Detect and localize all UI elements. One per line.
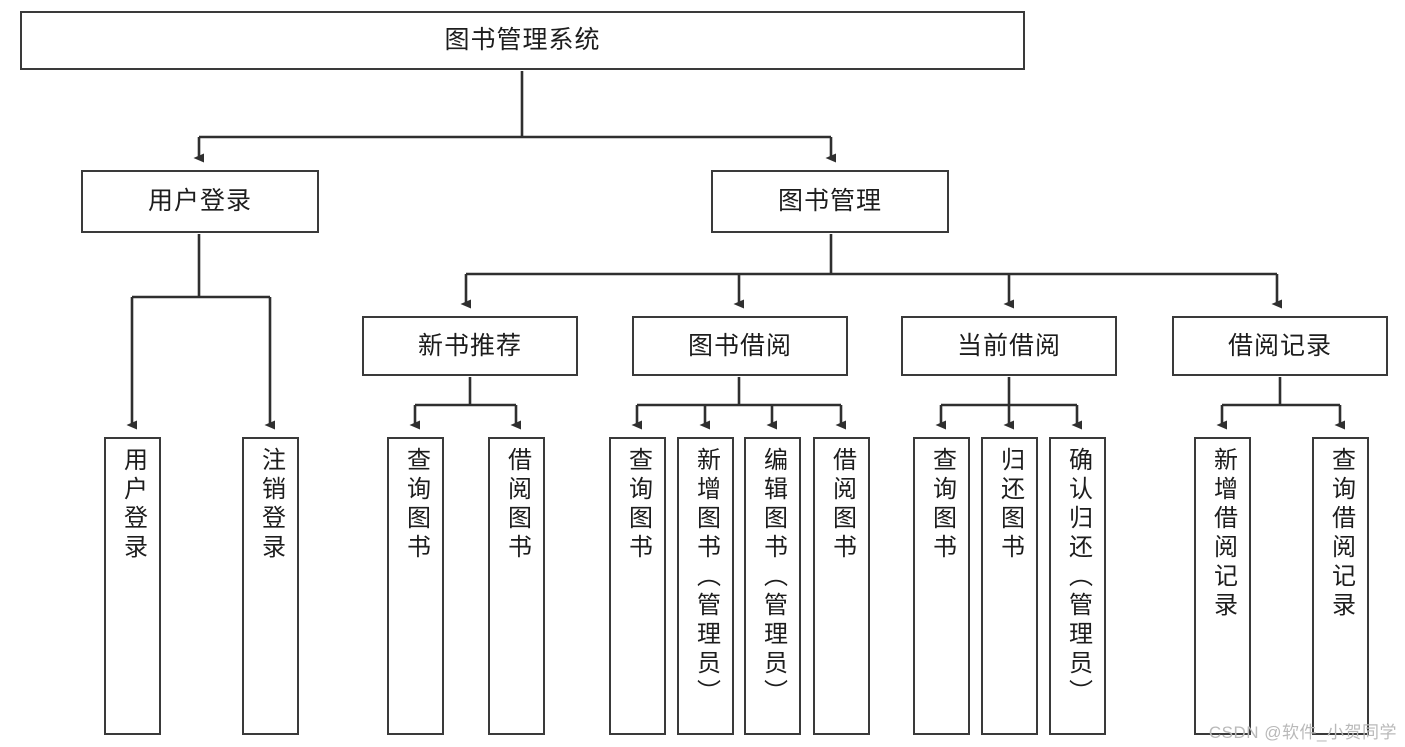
node-label: 当前借阅 — [956, 331, 1061, 360]
node-book-borrow[interactable]: 图书借阅 — [632, 316, 848, 376]
node-label: 借阅图书 — [503, 447, 531, 563]
node-borrow-records[interactable]: 借阅记录 — [1172, 316, 1388, 376]
node-user-login[interactable]: 用户登录 — [81, 170, 319, 233]
node-label: 新增图书（管理员） — [692, 447, 720, 708]
node-label: 注销登录 — [257, 447, 285, 563]
node-label: 图书管理系统 — [444, 26, 601, 55]
leaf-query-book-borrow[interactable]: 查询图书 — [609, 437, 666, 735]
leaf-return-book[interactable]: 归还图书 — [981, 437, 1038, 735]
node-label: 借阅记录 — [1227, 331, 1332, 360]
leaf-confirm-return-admin[interactable]: 确认归还（管理员） — [1049, 437, 1106, 735]
leaf-query-book-recommend[interactable]: 查询图书 — [387, 437, 444, 735]
leaf-logout[interactable]: 注销登录 — [242, 437, 299, 735]
node-label: 编辑图书（管理员） — [759, 447, 787, 708]
leaf-query-book-current[interactable]: 查询图书 — [913, 437, 970, 735]
node-label: 用户登录 — [147, 187, 252, 216]
leaf-user-login[interactable]: 用户登录 — [104, 437, 161, 735]
leaf-add-borrow-record[interactable]: 新增借阅记录 — [1194, 437, 1251, 735]
node-current-borrow[interactable]: 当前借阅 — [901, 316, 1117, 376]
node-label: 图书管理 — [777, 187, 882, 216]
node-label: 归还图书 — [996, 447, 1024, 563]
leaf-add-book-admin[interactable]: 新增图书（管理员） — [677, 437, 734, 735]
leaf-borrow-book-recommend[interactable]: 借阅图书 — [488, 437, 545, 735]
node-label: 用户登录 — [119, 447, 147, 563]
node-new-book-recommend[interactable]: 新书推荐 — [362, 316, 578, 376]
node-book-management[interactable]: 图书管理 — [711, 170, 949, 233]
leaf-query-borrow-record[interactable]: 查询借阅记录 — [1312, 437, 1369, 735]
node-label: 查询图书 — [402, 447, 430, 563]
leaf-borrow-book[interactable]: 借阅图书 — [813, 437, 870, 735]
node-label: 查询图书 — [928, 447, 956, 563]
node-label: 新增借阅记录 — [1209, 447, 1237, 621]
node-label: 确认归还（管理员） — [1064, 447, 1092, 708]
node-label: 查询图书 — [624, 447, 652, 563]
node-root-library-system[interactable]: 图书管理系统 — [20, 11, 1025, 70]
leaf-edit-book-admin[interactable]: 编辑图书（管理员） — [744, 437, 801, 735]
node-label: 查询借阅记录 — [1327, 447, 1355, 621]
node-label: 借阅图书 — [828, 447, 856, 563]
node-label: 新书推荐 — [417, 331, 522, 360]
node-label: 图书借阅 — [687, 331, 792, 360]
